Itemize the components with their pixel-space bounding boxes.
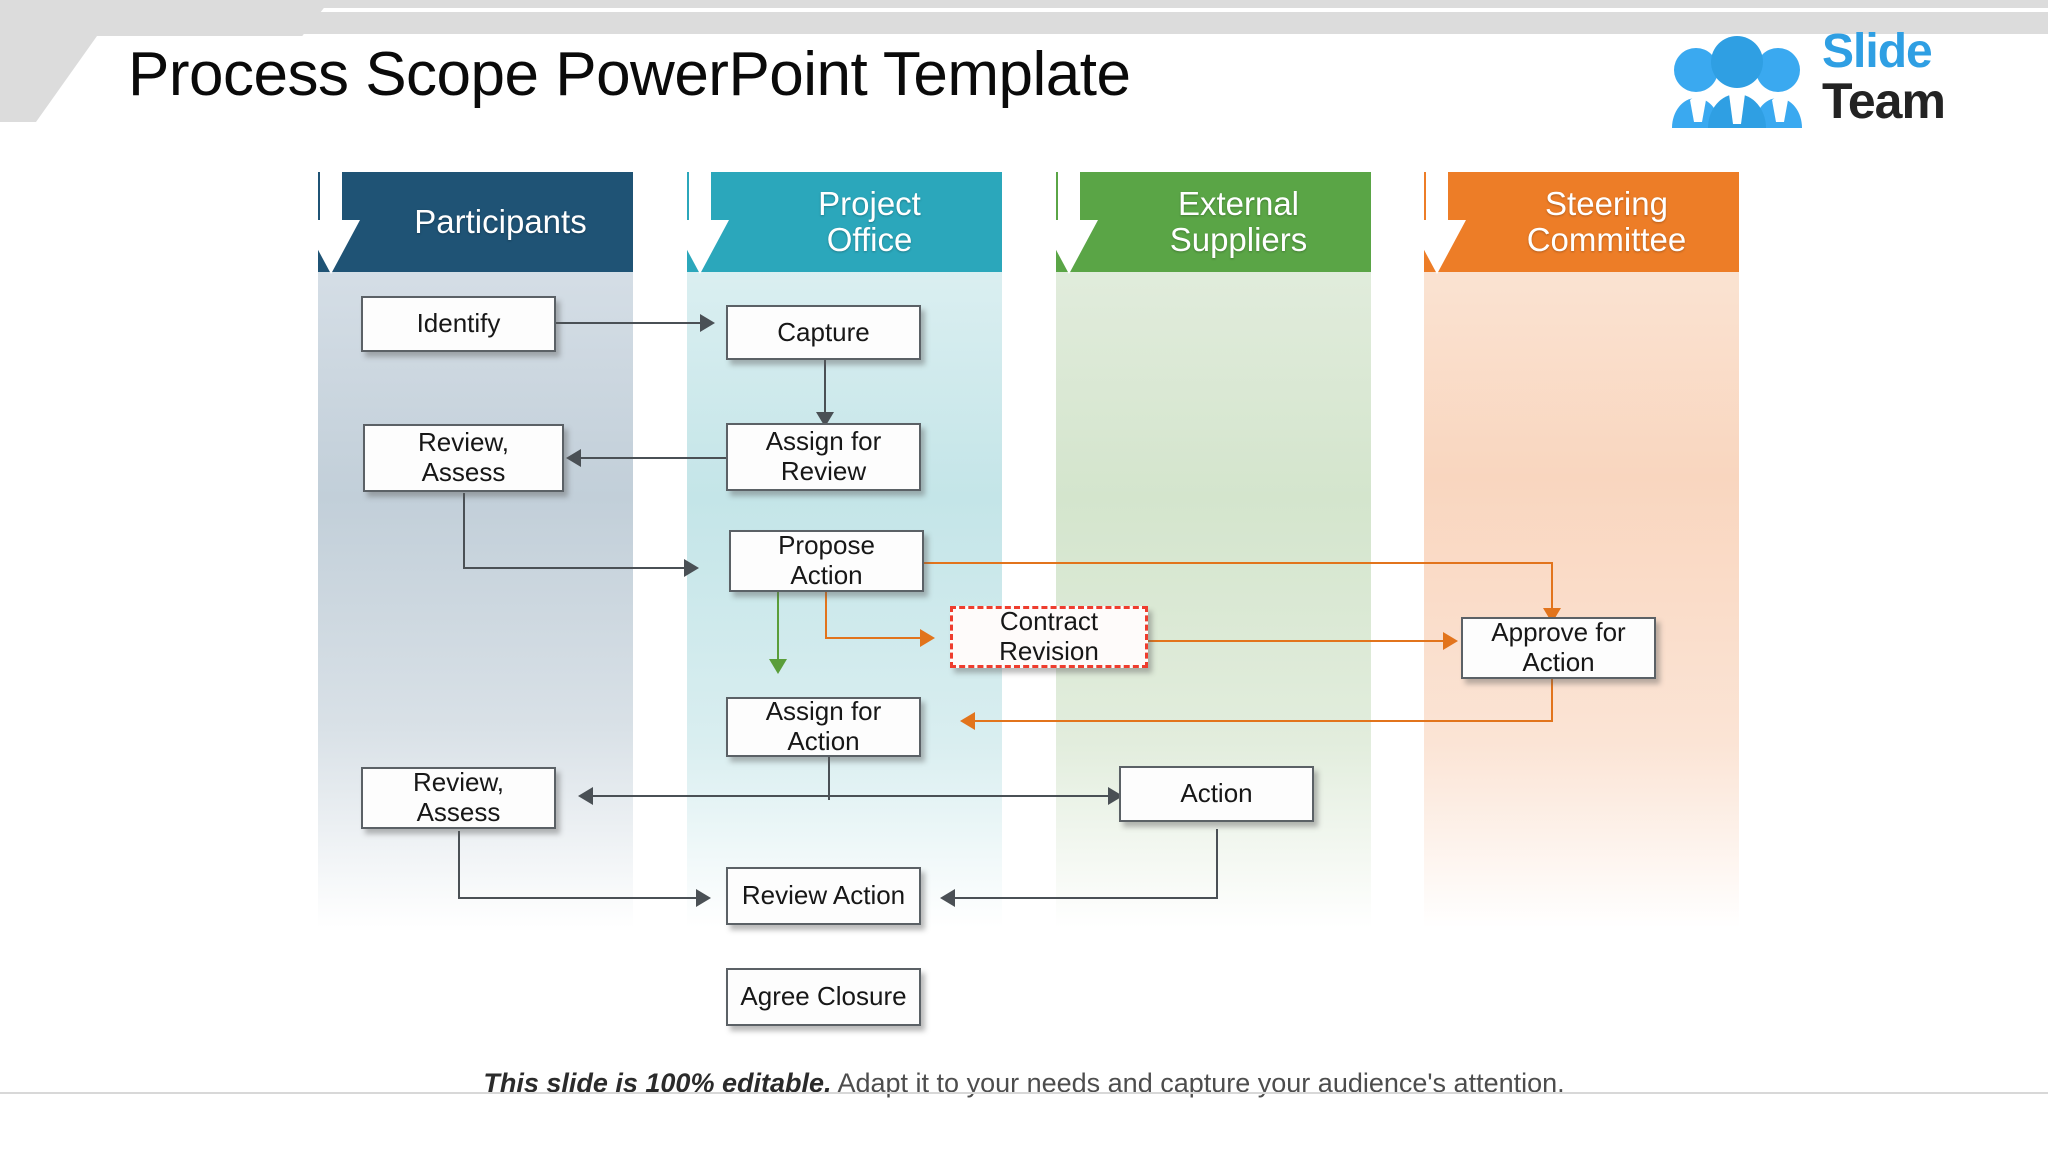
arrowhead-approve-assign bbox=[960, 712, 975, 730]
connector-propose-contract-vertical bbox=[825, 585, 827, 639]
connector-approve-assign-horizontal bbox=[972, 720, 1553, 722]
node-capture[interactable]: Capture bbox=[726, 305, 921, 360]
arrowhead-contract-approve bbox=[1443, 632, 1458, 650]
arrowhead-propose-contract bbox=[920, 629, 935, 647]
slideteam-logo: Slide Team bbox=[1662, 26, 2032, 134]
down-arrow-icon bbox=[1040, 168, 1106, 278]
lane-header-label: Participants bbox=[414, 203, 587, 241]
connector-assign-action-stub bbox=[828, 755, 830, 800]
logo-word-team: Team bbox=[1822, 73, 1946, 129]
connector-assign-review-review-assess bbox=[578, 457, 726, 459]
down-arrow-icon bbox=[1408, 168, 1474, 278]
top-band-thick bbox=[0, 12, 2048, 34]
footer-divider bbox=[0, 1092, 2048, 1094]
lane-band-external-suppliers bbox=[1056, 266, 1371, 928]
footer-note: This slide is 100% editable. Adapt it to… bbox=[0, 1068, 2048, 1099]
connector-review2-reviewaction-vertical bbox=[458, 831, 460, 899]
node-review-assess-2[interactable]: Review,Assess bbox=[361, 767, 556, 829]
arrowhead-propose-assign-action bbox=[769, 659, 787, 674]
connector-propose-approve-horizontal bbox=[924, 562, 1553, 564]
connector-propose-approve-vertical bbox=[1551, 562, 1553, 614]
node-agree-closure[interactable]: Agree Closure bbox=[726, 968, 921, 1026]
logo-word-slide: Slide bbox=[1822, 25, 1933, 78]
connector-review2-reviewaction-horizontal bbox=[458, 897, 701, 899]
arrowhead-review1-propose bbox=[684, 559, 699, 577]
connector-capture-assign-review bbox=[824, 355, 826, 417]
node-identify[interactable]: Identify bbox=[361, 296, 556, 352]
arrowhead-action-reviewaction bbox=[940, 889, 955, 907]
connector-propose-assign-action bbox=[777, 585, 779, 664]
lane-header-participants[interactable]: Participants bbox=[302, 168, 633, 274]
node-action[interactable]: Action bbox=[1119, 766, 1314, 822]
connector-action-reviewaction-horizontal bbox=[952, 897, 1218, 899]
connector-propose-contract-horizontal bbox=[825, 637, 925, 639]
arrowhead-review2-left bbox=[578, 787, 593, 805]
connector-review1-elbow-vertical bbox=[463, 493, 465, 569]
connector-review2-action bbox=[590, 795, 1115, 797]
node-review-action[interactable]: Review Action bbox=[726, 867, 921, 925]
lane-band-project-office bbox=[687, 266, 1002, 928]
connector-approve-assign-vertical bbox=[1551, 678, 1553, 722]
node-review-assess-1[interactable]: Review,Assess bbox=[363, 424, 564, 492]
people-group-icon bbox=[1662, 36, 1812, 128]
arrowhead-review2-reviewaction bbox=[696, 889, 711, 907]
connector-contract-approve bbox=[1148, 640, 1448, 642]
arrowhead-assign-review-review-assess bbox=[566, 449, 581, 467]
connector-review1-elbow-horizontal bbox=[463, 567, 689, 569]
lane-band-steering-committee bbox=[1424, 266, 1739, 928]
connector-action-reviewaction-vertical bbox=[1216, 829, 1218, 899]
logo-wordmark: Slide Team bbox=[1822, 26, 2032, 134]
page-title: Process Scope PowerPoint Template bbox=[128, 40, 1131, 109]
arrowhead-identify-capture bbox=[700, 314, 715, 332]
top-band-thin bbox=[0, 0, 2048, 8]
down-arrow-icon bbox=[302, 168, 368, 278]
down-arrow-icon bbox=[671, 168, 737, 278]
connector-identify-capture bbox=[556, 322, 706, 324]
